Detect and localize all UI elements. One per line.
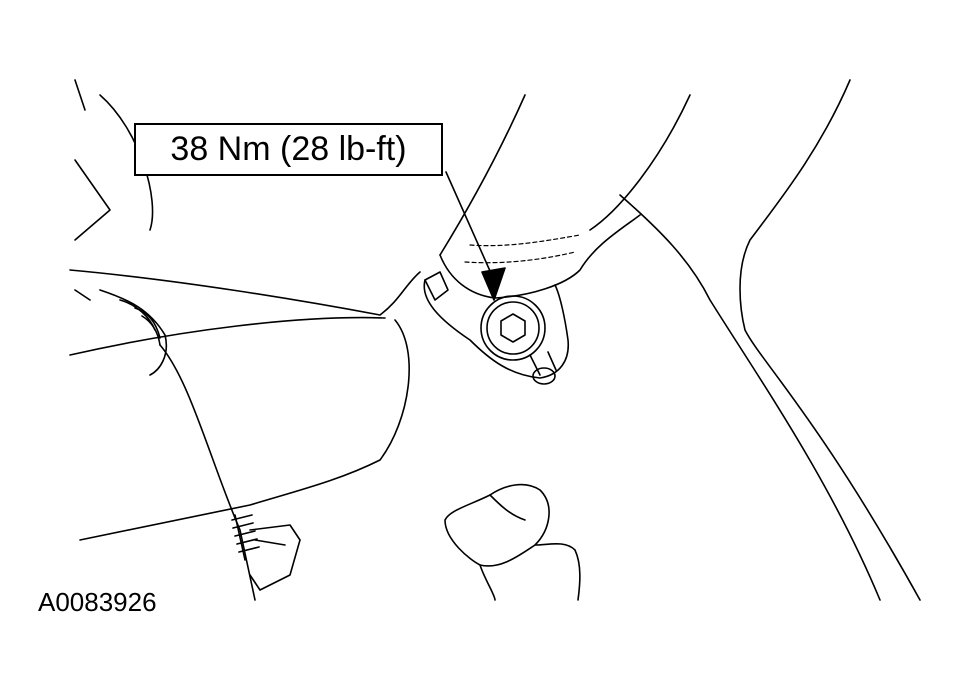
floor-latch bbox=[444, 483, 581, 601]
lower-stud bbox=[231, 514, 301, 591]
pillar-trim-edge bbox=[619, 194, 881, 601]
seat-lower-outline bbox=[69, 289, 386, 356]
pillar-trim-curve bbox=[739, 79, 921, 601]
belt-webbing-left-edge bbox=[439, 94, 526, 256]
figure-id: A0083926 bbox=[38, 587, 157, 617]
seat-upper-outline bbox=[74, 159, 111, 241]
callout-leader-line bbox=[445, 171, 495, 281]
anchor-plate-tab bbox=[424, 271, 449, 301]
anchor-pin bbox=[529, 351, 557, 385]
torque-callout: 38 Nm (28 lb-ft) bbox=[134, 123, 443, 176]
seat-side-panel bbox=[159, 344, 256, 601]
anchor-plate bbox=[423, 279, 569, 379]
seat-frame-lower bbox=[79, 319, 410, 541]
seat-cushion-edge bbox=[69, 269, 421, 316]
belt-webbing-stitch-2 bbox=[464, 251, 576, 264]
seat-trim-ribs bbox=[99, 289, 168, 376]
callout-arrowhead bbox=[481, 267, 506, 301]
seat-upper-left-edge bbox=[74, 79, 86, 111]
anchor-bolt bbox=[480, 295, 546, 361]
belt-webbing-bottom bbox=[439, 214, 641, 299]
belt-webbing-right-edge bbox=[589, 94, 691, 231]
belt-webbing-stitch-1 bbox=[469, 234, 581, 247]
